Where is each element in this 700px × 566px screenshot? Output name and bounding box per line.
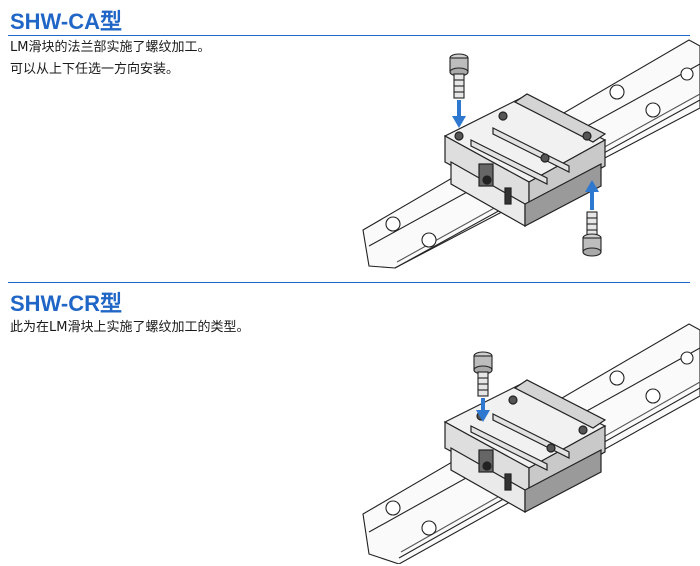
bolt-icon	[582, 211, 602, 257]
description-cr-line1: 此为在LM滑块上实施了螺纹加工的类型。	[10, 320, 250, 335]
guide-drawing-ca	[355, 36, 700, 276]
lm-block	[443, 93, 607, 228]
section-divider	[8, 282, 690, 283]
bolt-icon	[449, 53, 469, 99]
section-shw-ca: SHW-CA型 LM滑块的法兰部实施了螺纹加工。 可以从上下任选一方向安装。	[0, 0, 700, 282]
section-shw-cr: SHW-CR型 此为在LM滑块上实施了螺纹加工的类型。	[0, 282, 700, 566]
description-cr: 此为在LM滑块上实施了螺纹加工的类型。	[10, 317, 249, 339]
section-title-ca: SHW-CA型	[10, 9, 122, 34]
guide-illustration-ca	[362, 39, 700, 269]
arrow-down-icon	[452, 100, 466, 128]
arrow-up-icon	[585, 180, 599, 210]
guide-drawing-cr	[355, 318, 700, 564]
description-ca: LM滑块的法兰部实施了螺纹加工。 可以从上下任选一方向安装。	[10, 37, 210, 81]
description-ca-line1: LM滑块的法兰部实施了螺纹加工。	[10, 40, 211, 55]
title-underline-ca	[8, 35, 690, 36]
bolt-icon	[473, 351, 493, 397]
description-ca-line2: 可以从上下任选一方向安装。	[10, 62, 180, 77]
guide-illustration-cr	[362, 323, 700, 564]
lm-block	[443, 379, 607, 514]
section-title-cr: SHW-CR型	[10, 291, 122, 316]
arrow-down-icon	[476, 398, 490, 422]
